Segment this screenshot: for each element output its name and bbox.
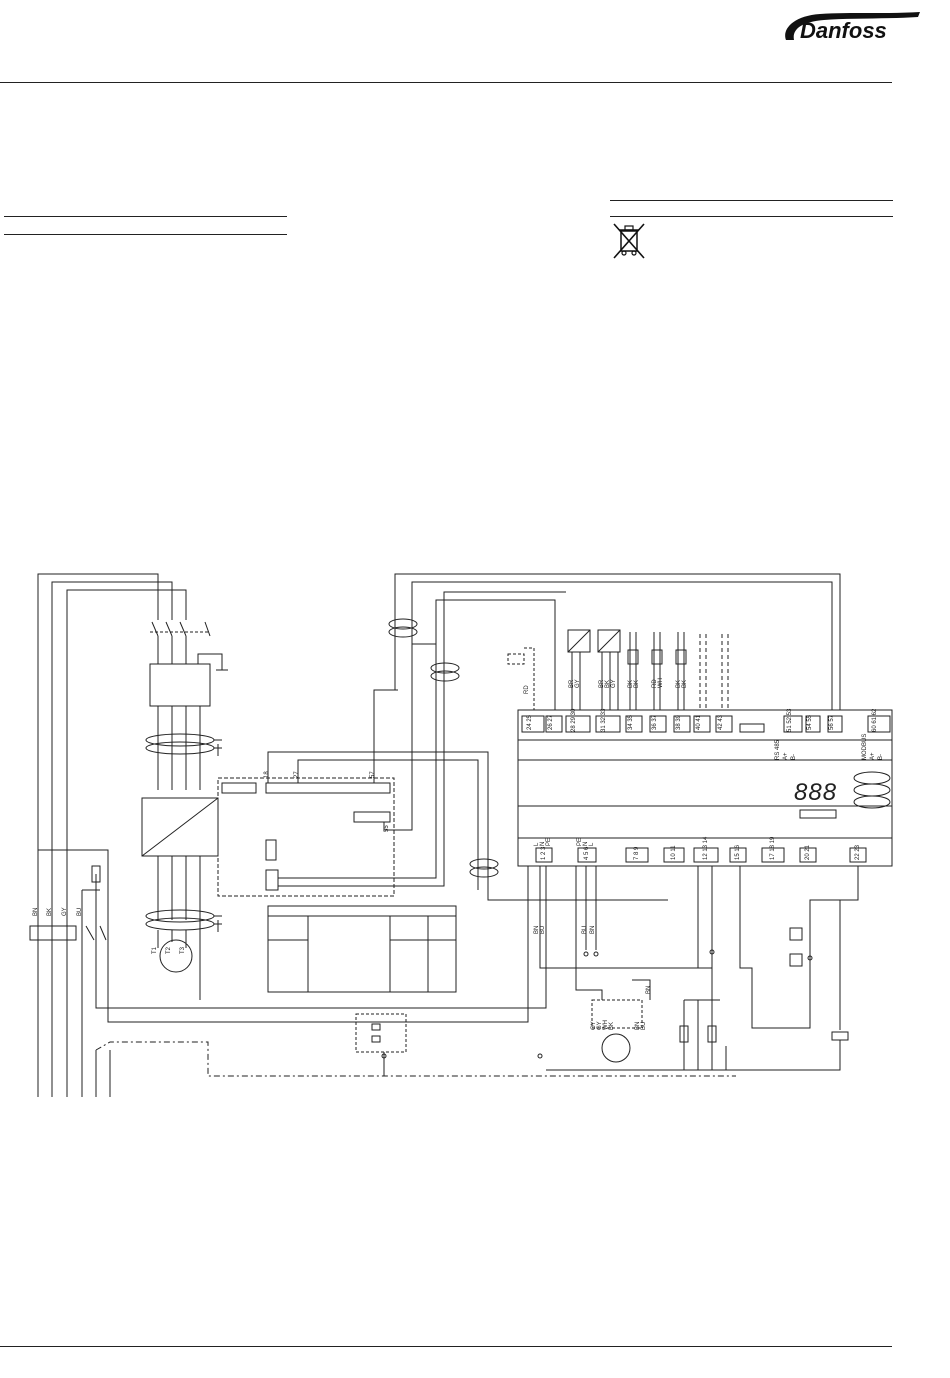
terminal-38-39: 38 39: [676, 714, 682, 730]
terminal-22-23: 22 23: [855, 844, 861, 860]
rs485-b: B-: [791, 754, 797, 760]
line-filter: [355, 1013, 407, 1053]
logo-text: Danfoss: [800, 18, 887, 43]
terminal-7-9: 7 8 9: [634, 846, 640, 860]
wire-label-gy: GY: [62, 907, 68, 916]
sensor5-bk2: BK: [682, 680, 688, 688]
motor-symbol: [159, 939, 193, 973]
fan-motor-gy1: GY: [591, 1021, 597, 1030]
fan-motor-gy2: GY: [597, 1021, 603, 1030]
terminal-60-62: 60 61 62: [872, 708, 878, 732]
inverter-terminal-18: 18: [264, 771, 270, 778]
fan-wire-bn: BN: [590, 926, 596, 934]
supply-rail-3: [66, 589, 187, 1097]
fan-wire-bn-right: BN: [646, 986, 652, 994]
button-up[interactable]: [853, 771, 891, 785]
inverter-terminal-55: 55: [384, 825, 390, 832]
motor-terminal-t1: T1: [152, 946, 158, 954]
supply-label-n: N: [540, 842, 546, 846]
sensor5-bk1: BK: [676, 680, 682, 688]
supply-wire-bn: BN: [534, 926, 540, 934]
sensor3-bk2: BK: [634, 680, 640, 688]
rs485-label: RS 485: [775, 739, 781, 760]
left-section-rule-bottom: [4, 234, 287, 235]
frequency-converter: [141, 797, 219, 857]
fan-label-pe: PE: [577, 838, 583, 846]
right-section-rule-bottom: [610, 216, 893, 217]
danfoss-logo: Danfoss: [785, 12, 920, 43]
wire-label-rd: RD: [524, 685, 530, 694]
terminal-26-27: 26 27: [548, 714, 554, 730]
terminal-12-14: 12 13 14: [703, 836, 709, 860]
supply-wire-bu: BU: [540, 926, 546, 934]
sensor1-gy: GY: [575, 679, 581, 688]
left-terminal-block: [29, 925, 77, 941]
terminal-31-33: 31 32 33: [601, 708, 607, 732]
fan-motor: [601, 1033, 631, 1063]
modbus-label: MODBUS: [862, 734, 868, 760]
inverter-terminal-27: 27: [294, 771, 300, 778]
header-rule: [0, 82, 892, 83]
fan-motor-bn: BN: [635, 1022, 641, 1030]
terminal-10-11: 10 11: [671, 845, 677, 860]
modbus-a: A+: [870, 752, 876, 760]
button-mid[interactable]: [853, 783, 891, 797]
contactor-block: [149, 663, 211, 707]
wire-label-bu: BU: [77, 908, 83, 916]
supply-label-l: L: [534, 842, 540, 846]
sensor1-br: BR: [569, 679, 575, 688]
wire-label-bn: BN: [33, 908, 39, 916]
terminal-36-37: 36 37: [652, 714, 658, 730]
seven-segment-display: 888: [794, 779, 837, 806]
terminal-15-16: 15 16: [735, 844, 741, 860]
inverter-terminal-57: 57: [370, 771, 376, 778]
terminal-24-25: 24 25: [527, 714, 533, 730]
status-bar: [799, 809, 837, 819]
fan-wire-bu: BU: [582, 926, 588, 934]
supply-label-pe: PE: [546, 838, 552, 846]
terminal-28-30: 28 29 30: [571, 708, 577, 732]
fan-motor-wh: WH: [603, 1020, 609, 1030]
sensor4-rd: RD: [652, 679, 658, 688]
supply-rail-2: [51, 581, 173, 1097]
sensor2-bk: BK: [605, 680, 611, 688]
terminal-40-41: 40 41: [696, 714, 702, 730]
supply-rail-1: [37, 573, 159, 1097]
fan-motor-bk: BK: [609, 1022, 615, 1030]
crossed-bin-icon: [613, 223, 645, 259]
button-down[interactable]: [853, 795, 891, 809]
terminal-56-57: 56 57: [829, 714, 835, 730]
legend-table: [267, 905, 457, 993]
sensor4-wh: WH: [658, 678, 664, 688]
sensor3-bk1: BK: [628, 680, 634, 688]
sensor2-br: BR: [599, 679, 605, 688]
relay-coil: [831, 1031, 849, 1041]
controller-body: [517, 709, 893, 867]
right-section-rule-top: [610, 200, 893, 201]
terminal-54-55: 54 55: [807, 714, 813, 730]
terminal-20-21: 20 21: [805, 844, 811, 860]
motor-terminal-t3: T3: [180, 946, 186, 954]
rs485-a: A+: [783, 752, 789, 760]
fan-label-l: L: [589, 842, 595, 846]
left-section-rule-top: [4, 216, 287, 217]
motor-terminal-t2: T2: [166, 946, 172, 954]
footer-rule: [0, 1346, 892, 1347]
inverter-control-frame: [217, 777, 395, 897]
sensor2-gy: GY: [611, 679, 617, 688]
wire-label-bk: BK: [47, 908, 53, 916]
terminal-1-3: 1 2 3: [541, 846, 547, 860]
fan-motor-bu: BU: [641, 1022, 647, 1030]
terminal-34-35: 34 35: [628, 714, 634, 730]
wiring-diagram: BN BK GY BU T1 T2 T3 18 27 57 55 RD BN B…: [29, 573, 893, 1097]
terminal-51-53: 51 52 53: [787, 708, 793, 732]
main-switch: [151, 621, 211, 664]
modbus-b: B-: [878, 754, 884, 760]
terminal-42-43: 42 43: [718, 714, 724, 730]
terminal-17-19: 17 18 19: [770, 836, 776, 860]
terminal-4-6: 4 5 6: [584, 846, 590, 860]
fan-label-n: N: [583, 842, 589, 846]
